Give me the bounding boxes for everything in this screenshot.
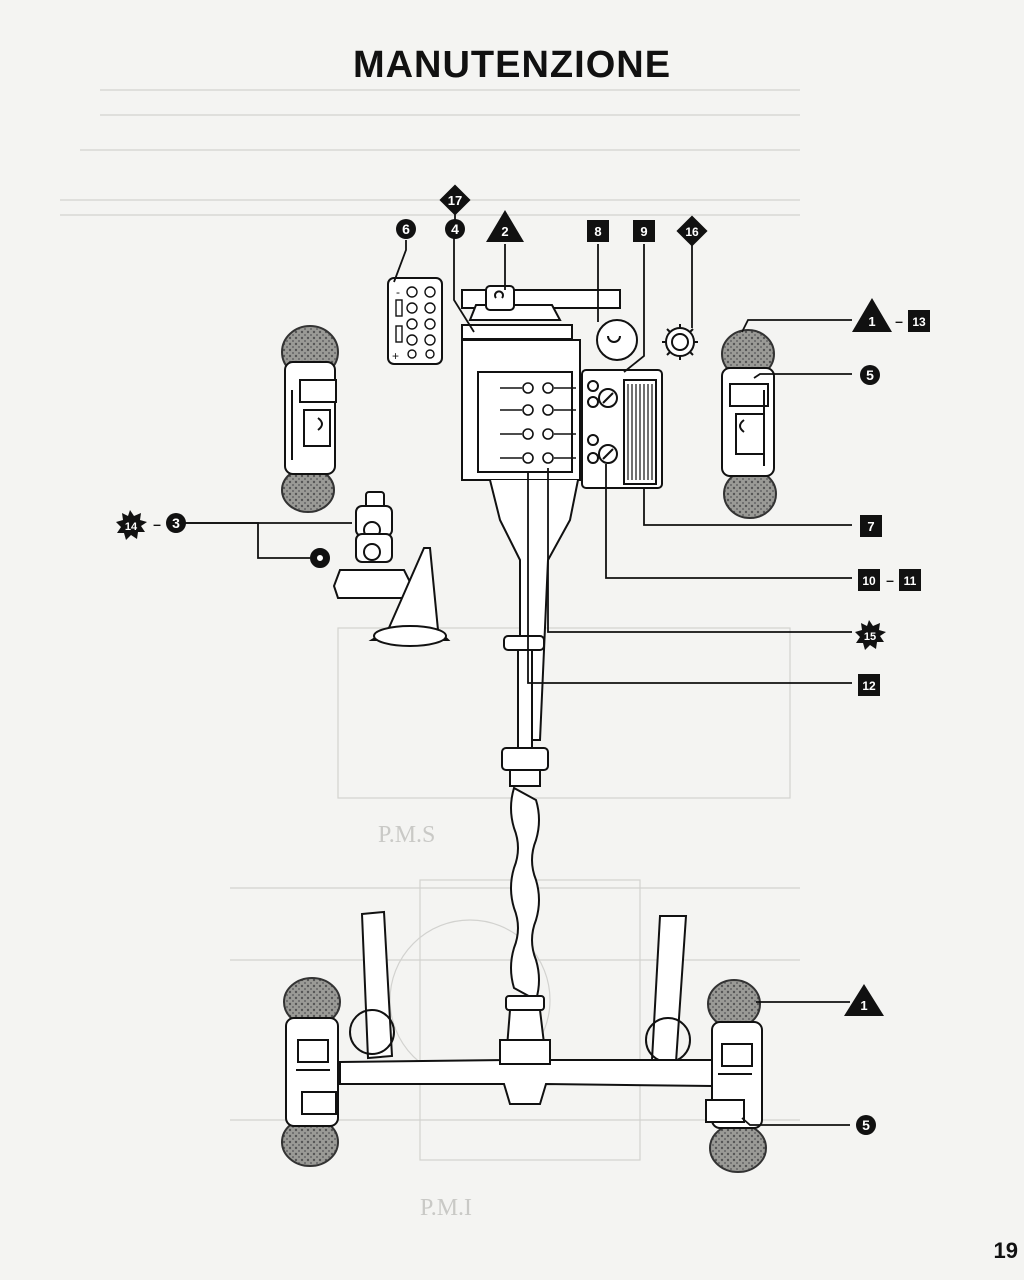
gear-filter: [662, 324, 698, 360]
page-number: 19: [993, 1238, 1018, 1263]
callout-5-top: 5: [860, 365, 880, 385]
callout-3: 3: [166, 513, 186, 533]
page-title: MANUTENZIONE: [352, 44, 672, 86]
rear-right-tyre-lower: [709, 1123, 767, 1173]
svg-text:6: 6: [402, 221, 410, 237]
callout-9: 9: [633, 220, 655, 242]
svg-text:16: 16: [685, 225, 699, 239]
callout-11: 11: [899, 569, 921, 591]
svg-text:-: -: [396, 285, 400, 299]
callout-2: 2: [486, 210, 524, 242]
svg-text:5: 5: [866, 367, 874, 383]
svg-text:7: 7: [867, 519, 874, 534]
fuse-box: - +: [387, 277, 443, 365]
callout-dash-14-3: –: [153, 516, 161, 532]
callout-dash-1-13: –: [895, 313, 903, 329]
callout-1-bottom: 1: [844, 984, 884, 1016]
callout-12: 12: [858, 674, 880, 696]
svg-text:11: 11: [904, 574, 917, 588]
hydraulic-ports: [500, 382, 576, 464]
svg-text:3: 3: [172, 515, 180, 531]
svg-text:1: 1: [868, 314, 875, 329]
svg-text:12: 12: [862, 679, 876, 693]
callout-5-bottom: 5: [856, 1115, 876, 1135]
front-right-wheel-assembly: [721, 329, 777, 519]
callout-7: 7: [860, 515, 882, 537]
air-filter-assembly: [310, 491, 451, 647]
radiator: [581, 369, 663, 489]
svg-text:4: 4: [451, 221, 459, 237]
callout-6: 6: [396, 219, 416, 239]
svg-text:14: 14: [125, 521, 138, 533]
callout-15: 15: [855, 620, 886, 650]
callout-14: 14: [116, 510, 147, 540]
callout-16: 16: [676, 215, 708, 247]
rear-right-wheel-assembly: [705, 979, 767, 1173]
rear-right-tyre-upper: [707, 979, 761, 1029]
svg-text:9: 9: [640, 224, 647, 239]
svg-text:17: 17: [448, 193, 462, 208]
callout-8: 8: [587, 220, 609, 242]
callout-17: 17: [439, 184, 471, 216]
callout-4: 4: [445, 219, 465, 239]
bleed-through-text-pms: P.M.S: [378, 822, 436, 848]
front-left-wheel-assembly: [281, 325, 339, 513]
svg-text:10: 10: [862, 574, 876, 588]
callout-1-top: 1: [852, 298, 892, 332]
svg-text:15: 15: [864, 631, 876, 643]
callout-13: 13: [908, 310, 930, 332]
svg-text:13: 13: [912, 315, 926, 329]
svg-text:+: +: [392, 349, 399, 363]
svg-text:8: 8: [594, 224, 601, 239]
svg-text:1: 1: [860, 998, 867, 1013]
svg-text:5: 5: [862, 1117, 870, 1133]
front-right-tyre-lower: [723, 469, 777, 519]
rear-left-wheel-assembly: [281, 977, 341, 1167]
svg-text:2: 2: [501, 224, 508, 239]
callout-dash-10-11: –: [886, 572, 894, 588]
leader-lines: [184, 214, 852, 1126]
front-housing: [461, 285, 621, 741]
oil-filler: [596, 319, 638, 361]
callout-10: 10: [858, 569, 880, 591]
bleed-through-text-pmi: P.M.I: [420, 1195, 473, 1221]
